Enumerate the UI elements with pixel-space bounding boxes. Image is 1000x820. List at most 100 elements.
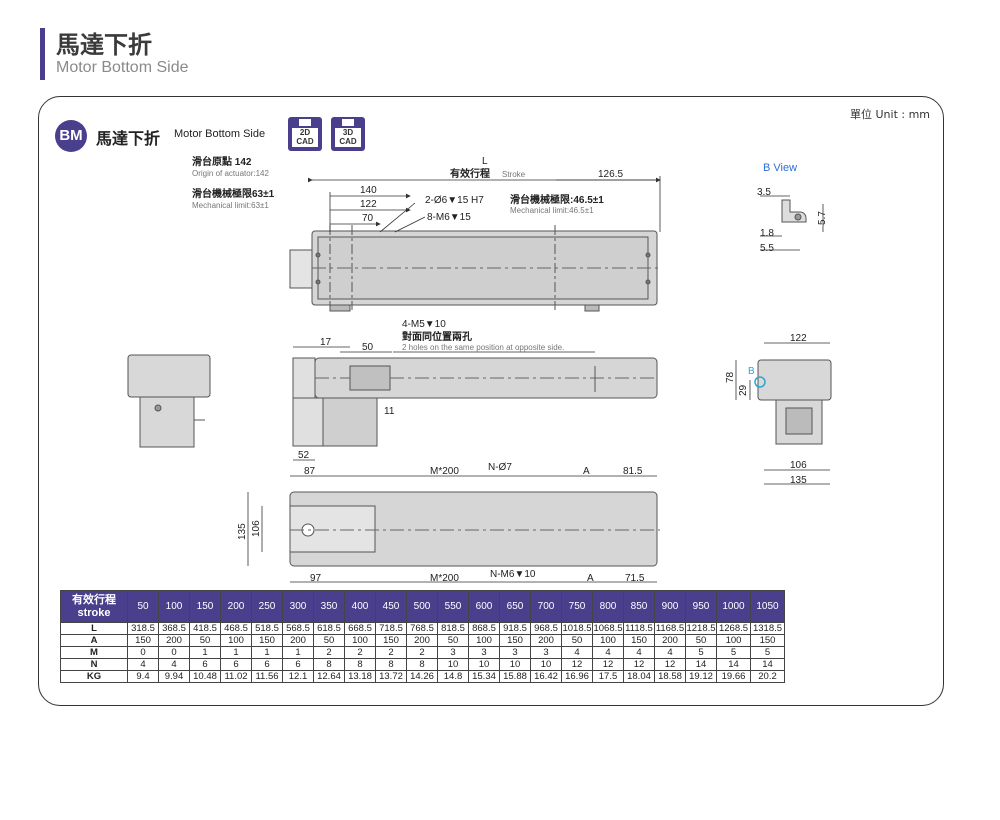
- b-view-title: B View: [763, 162, 797, 174]
- table-cell: 568.5: [282, 622, 314, 635]
- dim-122: 122: [360, 199, 377, 210]
- table-cell: 3: [437, 646, 469, 659]
- table-cell: 10: [468, 658, 500, 671]
- dim-97: 97: [310, 573, 322, 584]
- page-title: 馬達下折: [56, 31, 152, 59]
- dim-135-bottom: 135: [237, 523, 248, 540]
- b-marker: B: [748, 366, 755, 377]
- top-view: [289, 225, 660, 312]
- table-cell: 100: [716, 634, 751, 647]
- stroke-col-header: 700: [530, 590, 562, 623]
- table-cell: 1068.5: [592, 622, 624, 635]
- dim-1-8: 1.8: [760, 228, 774, 239]
- table-cell: 2: [375, 646, 407, 659]
- table-cell: 1: [251, 646, 283, 659]
- table-cell: 200: [406, 634, 438, 647]
- table-cell: 6: [251, 658, 283, 671]
- table-cell: 12: [623, 658, 655, 671]
- dim-m200-bottom: M*200: [430, 573, 459, 584]
- table-cell: 4: [592, 646, 624, 659]
- dim-a-top: A: [583, 466, 590, 477]
- unit-label: 單位 Unit : mm: [850, 108, 931, 121]
- stroke-col-header: 550: [437, 590, 469, 623]
- stroke-col-header: 350: [313, 590, 345, 623]
- stroke-en-label: Stroke: [502, 170, 526, 179]
- table-cell: 8: [313, 658, 345, 671]
- table-cell: 18.58: [654, 670, 686, 683]
- table-cell: 5: [750, 646, 785, 659]
- table-cell: 20.2: [750, 670, 785, 683]
- table-cell: 19.66: [716, 670, 751, 683]
- table-cell: 5: [685, 646, 717, 659]
- table-cell: 618.5: [313, 622, 345, 635]
- table-cell: 1168.5: [654, 622, 686, 635]
- table-cell: 3: [468, 646, 500, 659]
- table-cell: 718.5: [375, 622, 407, 635]
- table-cell: 50: [561, 634, 593, 647]
- table-cell: 15.34: [468, 670, 500, 683]
- table-cell: 518.5: [251, 622, 283, 635]
- row-label: KG: [60, 670, 128, 683]
- table-cell: 150: [623, 634, 655, 647]
- row-label: N: [60, 658, 128, 671]
- table-cell: 468.5: [220, 622, 252, 635]
- table-cell: 2: [406, 646, 438, 659]
- stroke-col-header: 450: [375, 590, 407, 623]
- stroke-zh-label: 有效行程: [450, 167, 490, 180]
- dim-135-end: 135: [790, 475, 807, 486]
- table-cell: 14.26: [406, 670, 438, 683]
- table-cell: 6: [282, 658, 314, 671]
- table-cell: 1218.5: [685, 622, 717, 635]
- table-cell: 12.64: [313, 670, 345, 683]
- table-cell: 3: [499, 646, 531, 659]
- table-cell: 1268.5: [716, 622, 751, 635]
- table-cell: 150: [750, 634, 785, 647]
- stroke-col-header: 950: [685, 590, 717, 623]
- table-cell: 4: [127, 658, 159, 671]
- table-cell: 16.42: [530, 670, 562, 683]
- table-cell: 1: [282, 646, 314, 659]
- row-label: L: [60, 622, 128, 635]
- table-cell: 10.48: [189, 670, 221, 683]
- table-cell: 12: [561, 658, 593, 671]
- dim-L: L: [482, 156, 488, 167]
- table-cell: 12: [592, 658, 624, 671]
- dim-122-end: 122: [790, 333, 807, 344]
- right-end-view: [754, 359, 832, 445]
- table-cell: 1: [189, 646, 221, 659]
- side-view: [292, 357, 658, 447]
- table-cell: 200: [158, 634, 190, 647]
- stroke-col-header: 300: [282, 590, 314, 623]
- table-cell: 18.04: [623, 670, 655, 683]
- table-cell: 11.56: [251, 670, 283, 683]
- opp-holes-en: 2 holes on the same position at opposite…: [402, 343, 564, 352]
- stroke-col-header: 150: [189, 590, 221, 623]
- table-cell: 14.8: [437, 670, 469, 683]
- origin-zh-label: 滑台原點 142: [192, 155, 252, 168]
- dim-5-5: 5.5: [760, 243, 774, 254]
- table-cell: 868.5: [468, 622, 500, 635]
- dim-70: 70: [362, 213, 374, 224]
- stroke-col-header: 500: [406, 590, 438, 623]
- opp-holes-zh: 對面同位置兩孔: [402, 330, 472, 343]
- dim-106-bottom: 106: [251, 520, 262, 537]
- stroke-col-header: 1000: [716, 590, 751, 623]
- mech-limit-right-zh: 滑台機械極限:46.5±1: [510, 193, 604, 206]
- table-cell: 12: [654, 658, 686, 671]
- table-cell: 318.5: [127, 622, 159, 635]
- table-cell: 4: [158, 658, 190, 671]
- origin-en-label: Origin of actuator:142: [192, 169, 269, 178]
- table-cell: 50: [189, 634, 221, 647]
- table-cell: 10: [530, 658, 562, 671]
- dim-71-5: 71.5: [625, 573, 645, 584]
- table-cell: 150: [127, 634, 159, 647]
- table-cell: 4: [623, 646, 655, 659]
- table-cell: 10: [499, 658, 531, 671]
- table-cell: 368.5: [158, 622, 190, 635]
